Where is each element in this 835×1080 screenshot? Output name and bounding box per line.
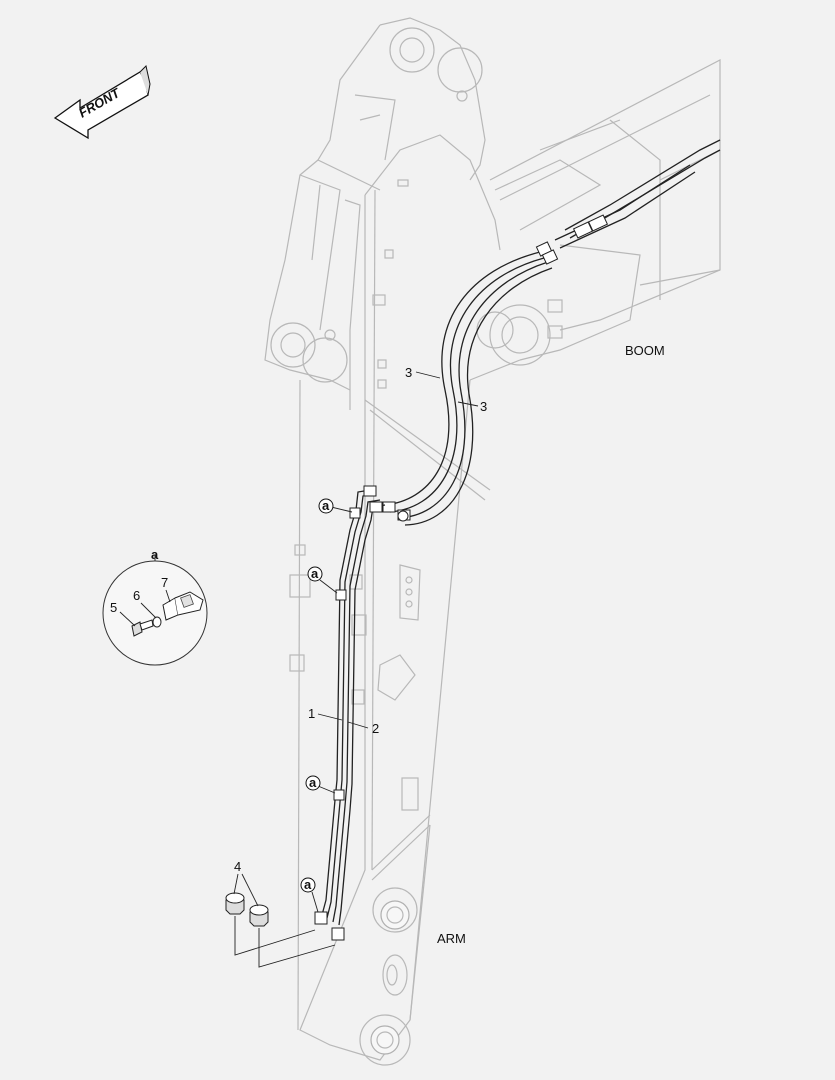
leader-lines xyxy=(311,371,479,913)
detail-ref-1: a xyxy=(322,498,330,513)
callouts: 3 3 1 2 4 5 6 7 a xyxy=(110,365,487,874)
callout-4: 4 xyxy=(234,859,241,874)
boom-outline xyxy=(476,59,721,366)
hose-3-pair xyxy=(382,139,721,526)
callout-3a: 3 xyxy=(405,365,412,380)
callout-2: 2 xyxy=(372,721,379,736)
detail-view-a xyxy=(102,555,208,666)
callout-3b: 3 xyxy=(480,399,487,414)
callout-1: 1 xyxy=(308,706,315,721)
detail-refs: a a a a xyxy=(300,498,334,893)
front-direction-arrow: FRONT xyxy=(53,65,151,140)
arm-label: ARM xyxy=(437,931,466,946)
callout-5: 5 xyxy=(110,600,117,615)
callout-6: 6 xyxy=(133,588,140,603)
detail-ref-2: a xyxy=(311,566,319,581)
callout-7: 7 xyxy=(161,575,168,590)
pipe-1-2 xyxy=(314,485,386,941)
plug-4 xyxy=(225,873,336,968)
arm-outline xyxy=(264,17,521,1066)
detail-ref-3: a xyxy=(309,775,317,790)
boom-label: BOOM xyxy=(625,343,665,358)
detail-ref-4: a xyxy=(304,877,312,892)
detail-marker-a: a xyxy=(151,547,159,562)
